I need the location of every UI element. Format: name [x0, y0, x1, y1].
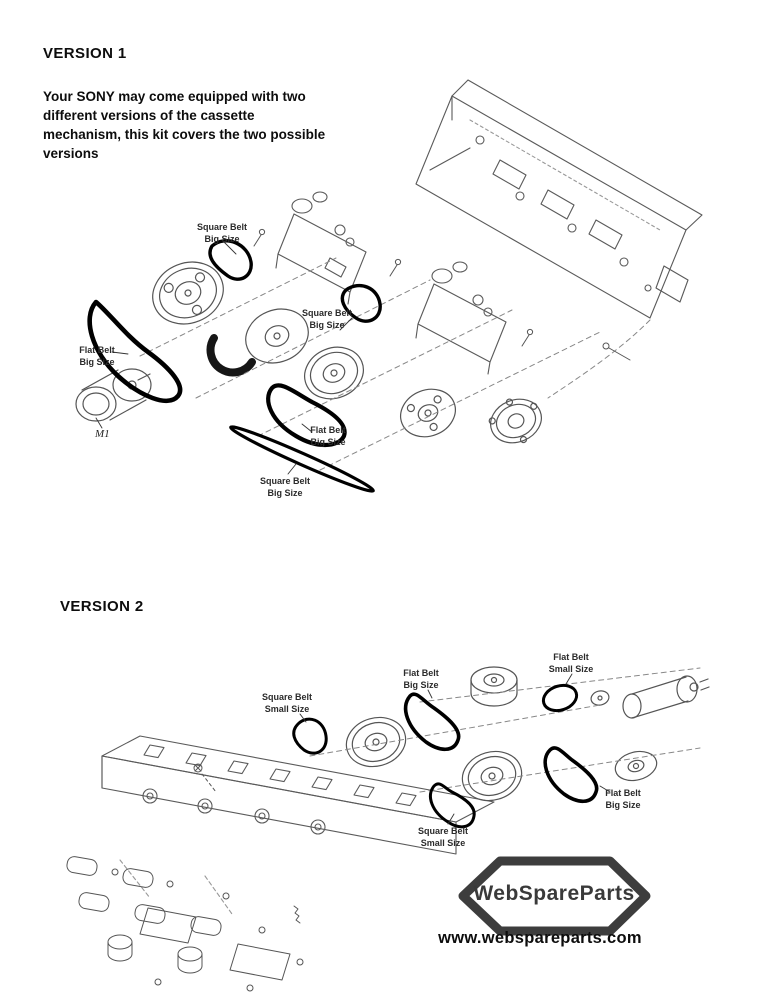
v1-label-flat-belt-big-2: Flat Belt Big Size — [310, 425, 346, 447]
v1-label-square-belt-big-2: Square Belt Big Size — [301, 308, 353, 330]
v2-flat-belt-big-1 — [403, 692, 461, 752]
v1-screws — [253, 228, 631, 361]
v2-motor — [622, 675, 710, 719]
v1-pulley-3 — [304, 346, 364, 400]
v1-belts — [87, 239, 382, 493]
v2-belts — [292, 683, 599, 829]
v1-chassis-plate — [415, 79, 703, 319]
v2-square-belt-small-1 — [292, 717, 328, 755]
v1-pulley-4 — [400, 388, 456, 438]
v2-label-flat-belt-small: Flat Belt Small Size — [548, 652, 594, 674]
v1-label-flat-belt-big-1: Flat Belt Big Size — [79, 345, 115, 367]
webspareparts-logo-text: WebSpareParts — [473, 882, 635, 905]
v2-small-parts — [66, 856, 304, 992]
v1-motor — [75, 368, 152, 422]
v1-head-assembly-right — [415, 261, 507, 375]
v1-motor-label: M1 — [95, 428, 110, 440]
v2-cup-pulley — [470, 666, 518, 707]
version2-heading: VERSION 2 — [60, 598, 144, 615]
v1-pulley-2 — [245, 308, 309, 364]
v2-flat-belt-small — [541, 683, 579, 713]
webspareparts-logo-hexagon — [458, 856, 651, 936]
v2-screw-top — [193, 763, 217, 793]
v1-label-square-belt-big-3: Square Belt Big Size — [259, 476, 311, 498]
v1-axis-lines — [139, 257, 651, 471]
v2-label-square-belt-small-1: Square Belt Small Size — [261, 692, 313, 714]
v1-flywheel-1 — [152, 261, 224, 325]
v2-label-square-belt-small-2: Square Belt Small Size — [417, 826, 469, 848]
v1-head-assembly-left — [275, 191, 367, 305]
v2-chassis — [101, 735, 495, 915]
v2-square-belt-small-2 — [429, 782, 476, 829]
v1-gear-pulley-5 — [488, 398, 542, 444]
version1-heading: VERSION 1 — [43, 45, 127, 62]
website-url: www.webspareparts.com — [438, 929, 642, 947]
version1-description: Your SONY may come equipped with two dif… — [43, 89, 326, 161]
v1-square-belt-big-3 — [229, 425, 375, 493]
v2-flywheel-1 — [345, 716, 407, 768]
v2-small-pulley — [590, 690, 610, 706]
v1-square-belt-big-2 — [340, 284, 382, 323]
v2-axis-lines — [309, 667, 701, 793]
v1-flat-belt-big-1 — [87, 299, 183, 403]
v2-pulley-3 — [614, 750, 658, 782]
v1-square-belt-big-1 — [208, 239, 253, 281]
v2-flat-belt-big-2 — [543, 746, 599, 804]
v2-flywheel-2 — [461, 750, 523, 802]
v2-label-flat-belt-big-1: Flat Belt Big Size — [403, 668, 439, 690]
v1-leader-lines — [95, 241, 353, 475]
v1-label-square-belt-big-1: Square Belt Big Size — [196, 222, 248, 244]
v2-label-flat-belt-big-2: Flat Belt Big Size — [605, 788, 641, 810]
v2-leader-lines — [299, 673, 611, 825]
v1-crescent-idler — [206, 334, 256, 377]
v1-flat-belt-big-2 — [266, 383, 347, 448]
